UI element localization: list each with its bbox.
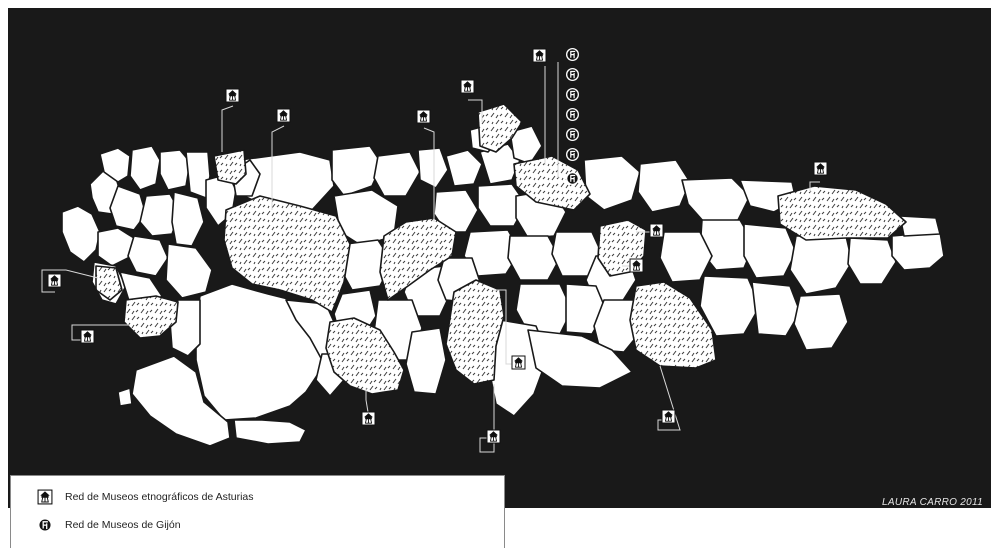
- map-legend: Red de Museos etnográficos de Asturias R…: [10, 475, 505, 548]
- leader-line: [271, 125, 285, 210]
- ethnographic-museum-icon: [361, 411, 376, 426]
- map-panel: LAURA CARRO 2011: [8, 8, 991, 508]
- gijon-museum-icon: [565, 87, 580, 102]
- municipality-regions: [61, 103, 945, 447]
- legend-label-ethnographic: Red de Museos etnográficos de Asturias: [65, 491, 254, 503]
- municipality-region: [751, 281, 801, 337]
- municipality-region: [139, 193, 181, 237]
- museum-municipality-region: [325, 317, 405, 395]
- museum-municipality-region: [213, 149, 247, 185]
- ethnographic-museum-icon: [511, 355, 526, 370]
- museum-municipality-region: [777, 185, 907, 241]
- municipality-region: [195, 283, 327, 421]
- museum-municipality-region: [95, 265, 123, 301]
- municipality-region: [117, 387, 133, 407]
- ethnographic-museum-icon: [460, 79, 475, 94]
- municipality-region: [445, 149, 483, 187]
- municipality-region: [527, 329, 633, 389]
- municipality-region: [127, 235, 169, 277]
- ethnographic-museum-icon: [416, 109, 431, 124]
- municipality-region: [743, 223, 797, 279]
- leader-line: [809, 181, 820, 192]
- legend-item-ethnographic: Red de Museos etnográficos de Asturias: [37, 489, 254, 505]
- ethnographic-museum-icon: [47, 273, 62, 288]
- leader-line: [657, 365, 681, 431]
- ethnographic-museum-icon: [629, 258, 644, 273]
- municipality-region: [507, 235, 561, 281]
- municipality-region: [129, 145, 161, 191]
- leader-lines: [41, 62, 820, 453]
- municipality-region: [463, 229, 521, 277]
- museum-municipality-region: [123, 295, 179, 339]
- municipality-region: [699, 275, 761, 337]
- gijon-museum-icon: [565, 67, 580, 82]
- municipality-region: [159, 149, 191, 191]
- ethnographic-museum-icon: [532, 48, 547, 63]
- municipality-region: [405, 327, 447, 395]
- gijon-museum-icon: [565, 107, 580, 122]
- municipality-region: [891, 231, 945, 271]
- municipality-region: [171, 191, 205, 247]
- leader-line: [41, 269, 99, 293]
- ethnographic-museum-icon: [661, 409, 676, 424]
- ethnographic-museum-icon: [813, 161, 828, 176]
- municipality-region: [789, 235, 853, 295]
- municipality-region: [417, 147, 449, 189]
- asturias-municipalities-map: [41, 47, 945, 453]
- leader-line: [468, 99, 483, 122]
- museum-municipality-region: [445, 279, 505, 385]
- gijon-museum-icon: [37, 517, 53, 533]
- museum-municipality-region: [223, 195, 351, 313]
- municipality-region: [165, 243, 213, 299]
- municipality-region: [583, 155, 641, 211]
- museum-municipality-region: [477, 103, 523, 153]
- municipality-region: [659, 231, 713, 283]
- municipality-region: [331, 145, 383, 197]
- municipality-region: [637, 159, 691, 213]
- municipality-region: [373, 151, 421, 197]
- gijon-museum-icon: [565, 127, 580, 142]
- ethnographic-museum-icon: [486, 429, 501, 444]
- ethnographic-museum-icon: [276, 108, 291, 123]
- municipality-region: [681, 177, 751, 223]
- municipality-region: [233, 419, 307, 445]
- museum-municipality-region: [379, 217, 457, 301]
- leader-line: [479, 384, 495, 453]
- legend-item-gijon: Red de Museos de Gijón: [37, 517, 181, 533]
- municipality-region: [109, 185, 147, 231]
- municipality-region: [99, 147, 131, 183]
- leader-line: [423, 127, 435, 222]
- municipality-region: [97, 227, 135, 267]
- municipality-region: [847, 237, 897, 285]
- ethnographic-museum-icon: [225, 88, 240, 103]
- ethnographic-museum-icon: [649, 223, 664, 238]
- municipality-region: [793, 293, 849, 351]
- author-credit: LAURA CARRO 2011: [882, 497, 983, 508]
- leader-line: [71, 324, 130, 341]
- museum-municipality-region: [629, 281, 717, 369]
- municipality-region: [131, 355, 231, 447]
- municipality-region: [477, 183, 527, 227]
- gijon-museum-icon: [565, 147, 580, 162]
- museum-municipality-region: [513, 155, 591, 211]
- municipality-region: [61, 205, 101, 263]
- gijon-museum-icon: [565, 47, 580, 62]
- legend-label-gijon: Red de Museos de Gijón: [65, 519, 181, 531]
- municipality-region: [509, 125, 543, 165]
- ethnographic-museum-icon: [37, 489, 53, 505]
- leader-line: [365, 388, 369, 413]
- gijon-museum-icon: [565, 171, 580, 186]
- municipality-region: [899, 215, 941, 237]
- leader-line: [221, 105, 234, 152]
- ethnographic-museum-icon: [80, 329, 95, 344]
- municipality-region: [239, 151, 335, 211]
